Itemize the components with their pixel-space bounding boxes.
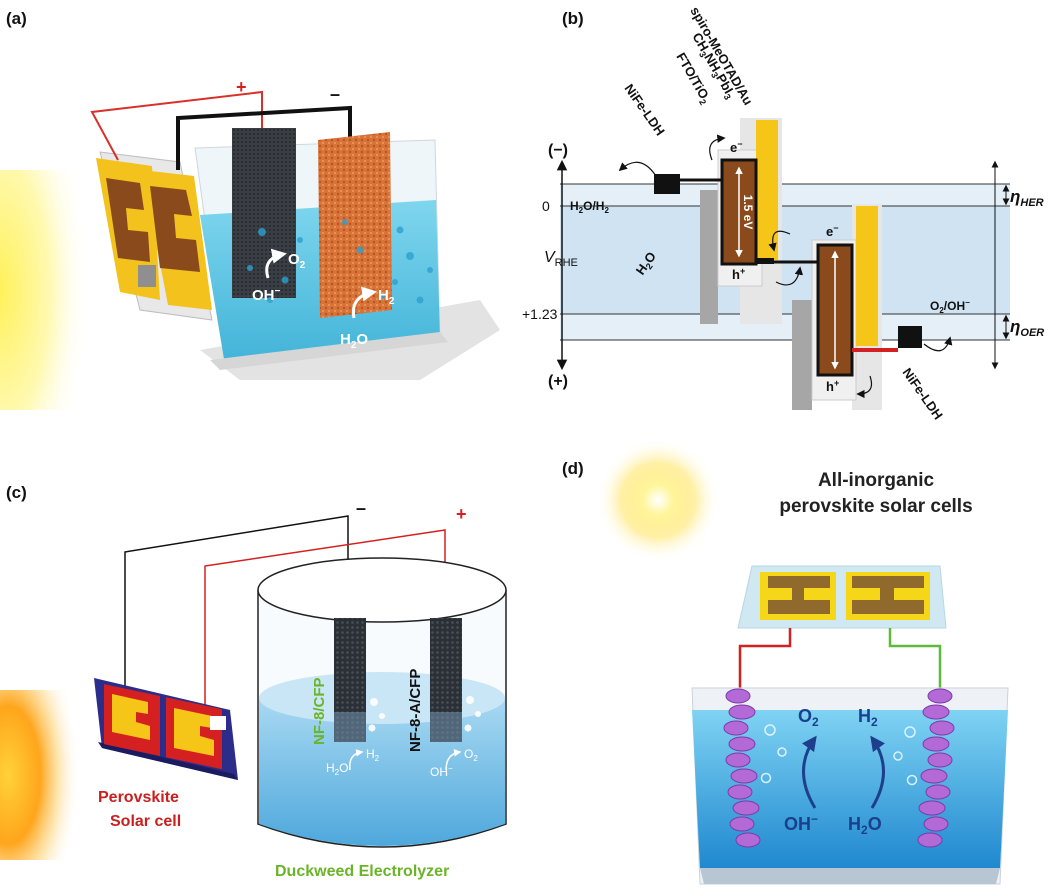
panel-a-label: (a) bbox=[6, 9, 27, 28]
wire-positive-a bbox=[90, 90, 263, 161]
panel-d-label: (d) bbox=[562, 459, 584, 478]
title-line-1: All-inorganic bbox=[818, 470, 935, 491]
nife-ldh-catalyst-top bbox=[654, 174, 680, 194]
oh-label-c: OH− bbox=[430, 764, 453, 779]
panel-b: (b) (−) (+) 0 +1.23 VRHE H2O/H2 H2O 1.5 … bbox=[522, 4, 1044, 422]
h2-label-d: H2 bbox=[858, 706, 878, 729]
eta-her-label: ηHER bbox=[1010, 187, 1044, 209]
sun-icon bbox=[0, 170, 90, 410]
sun-icon-d bbox=[596, 438, 720, 562]
left-electrode-d bbox=[723, 688, 761, 848]
perovskite-cell-2: e− h+ bbox=[792, 204, 882, 410]
minus-sign-c: – bbox=[356, 498, 366, 518]
panel-d: (d) All-inorganic perovskite solar cells bbox=[562, 438, 1009, 885]
solar-cell-label-2: Solar cell bbox=[110, 813, 181, 830]
positive-sign-b: (+) bbox=[548, 373, 568, 390]
o2-label-d: O2 bbox=[798, 706, 819, 729]
plus-sign-a: + bbox=[236, 77, 247, 97]
sun-icon-c bbox=[0, 690, 80, 860]
wire-negative-a bbox=[176, 105, 352, 170]
nife-ldh-catalyst-bottom bbox=[898, 326, 922, 348]
h2o-h2-label: H2O/H2 bbox=[570, 199, 609, 215]
oer-potential-label: +1.23 bbox=[522, 306, 558, 322]
right-electrode-d bbox=[917, 688, 955, 848]
perovskite-solar-cell-c bbox=[94, 678, 238, 780]
minus-sign-a: – bbox=[330, 84, 340, 104]
zero-potential-label: 0 bbox=[542, 198, 550, 214]
plus-sign-c: + bbox=[456, 504, 467, 524]
solar-cell-a bbox=[96, 151, 213, 321]
o2-label-a: O2 bbox=[288, 251, 306, 271]
inorganic-solar-cell bbox=[737, 565, 947, 629]
nife-ldh-label-top: NiFe-LDH bbox=[622, 81, 668, 138]
perovskite-cell-1: 1.5 eV e− h+ bbox=[700, 118, 782, 324]
oh-label-d: OH− bbox=[784, 812, 818, 834]
panel-c-label: (c) bbox=[6, 483, 27, 502]
negative-sign-b: (−) bbox=[548, 142, 568, 159]
h2-label-a: H2 bbox=[378, 287, 395, 307]
nife-ldh-label-bottom: NiFe-LDH bbox=[900, 365, 946, 422]
hole-label-1: h+ bbox=[732, 266, 745, 282]
solar-cell-label-1: Perovskite bbox=[98, 789, 179, 806]
hole-label-2: h+ bbox=[826, 378, 839, 394]
oh-label-a: OH− bbox=[252, 286, 281, 304]
eta-oer-label: ηOER bbox=[1010, 317, 1044, 339]
electron-label-2: e− bbox=[826, 223, 839, 239]
anode-electrode bbox=[232, 128, 296, 298]
o2-oh-label: O2/OH− bbox=[930, 298, 970, 315]
h2o-label-a: H2O bbox=[340, 331, 368, 351]
electrode-label-nf8a: NF-8-A/CFP bbox=[407, 669, 424, 752]
cathode-electrode bbox=[318, 132, 392, 318]
panel-b-label: (b) bbox=[562, 9, 584, 28]
electrolyzer-tank-a: O2 OH− H2 H2O bbox=[194, 128, 448, 370]
wire-red-d bbox=[738, 628, 792, 690]
h2-label-c: H2 bbox=[366, 747, 380, 763]
o2-label-c: O2 bbox=[464, 747, 478, 763]
electrolyzer-label: Duckweed Electrolyzer bbox=[275, 863, 449, 880]
electron-label-1: e− bbox=[730, 139, 743, 155]
panel-c: (c) – + NF-8/CFP NF-8-A/CFP H2O H2 OH− O… bbox=[0, 483, 507, 880]
v-rhe-label: VRHE bbox=[544, 249, 578, 269]
layer-label-perovskite: CH3NH3PbI3 bbox=[688, 30, 739, 102]
panel-a: (a) + – bbox=[0, 9, 500, 410]
electrode-label-nf8: NF-8/CFP bbox=[311, 678, 328, 746]
wire-green-d bbox=[888, 628, 942, 690]
bandgap-label: 1.5 eV bbox=[741, 195, 755, 230]
h2o-label-d: H2O bbox=[848, 814, 882, 837]
title-line-2: perovskite solar cells bbox=[779, 496, 972, 517]
h2o-label-c: H2O bbox=[326, 761, 348, 777]
